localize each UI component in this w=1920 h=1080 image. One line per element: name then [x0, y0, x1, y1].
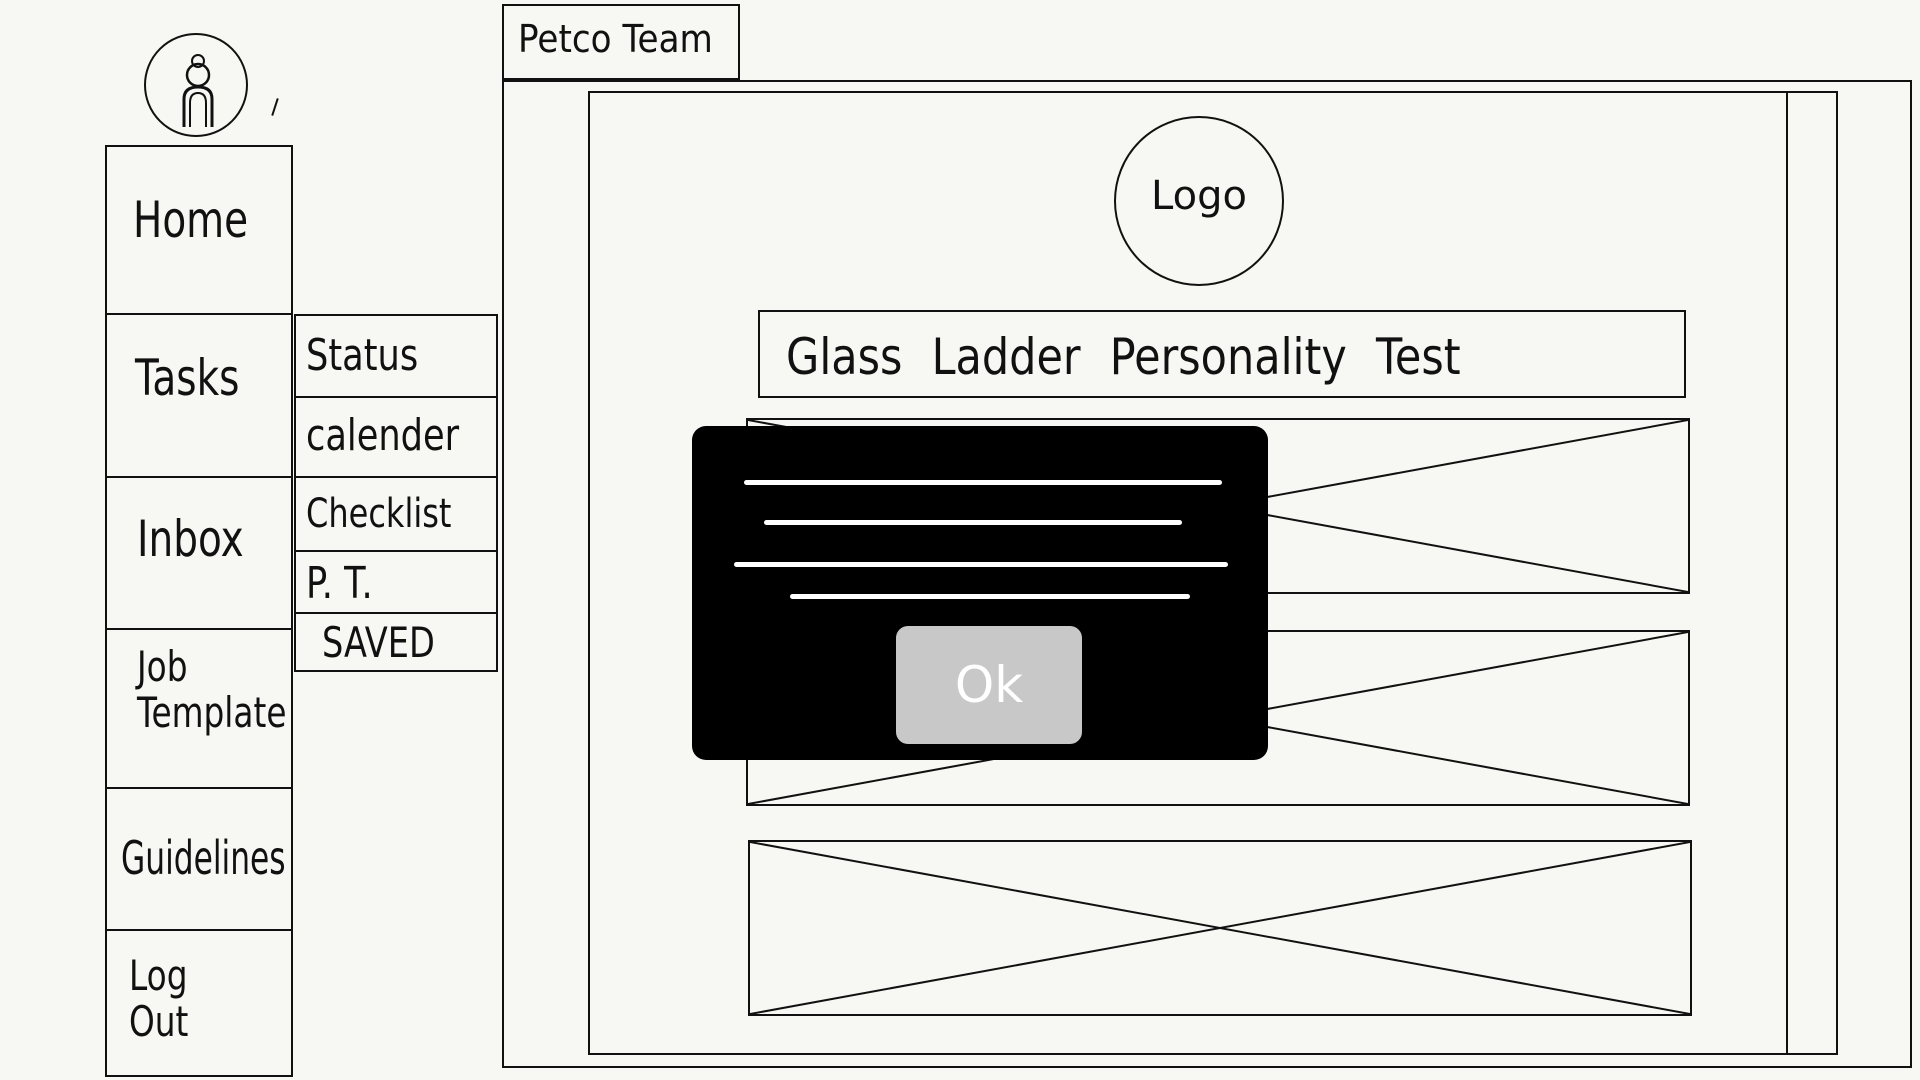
submenu-item-label: Checklist [306, 491, 452, 537]
image-placeholder [748, 840, 1692, 1016]
submenu-item-calender[interactable]: calender [296, 398, 496, 478]
submenu-item-label: P. T. [306, 558, 373, 609]
sidebar-item-label: Inbox [137, 510, 244, 568]
sidebar-item-label: Log Out [129, 951, 189, 1047]
dialog-text-line [764, 520, 1182, 525]
submenu-item-saved[interactable]: SAVED [296, 614, 496, 670]
sidebar-item-label: Home [133, 191, 249, 249]
page-title-box: Glass Ladder Personality Test [758, 310, 1686, 398]
submenu-item-label: calender [306, 410, 460, 461]
tab-label: Petco Team [518, 17, 713, 61]
submenu-item-pt[interactable]: P. T. [296, 552, 496, 614]
sidebar-item-guidelines[interactable]: Guidelines [107, 789, 291, 931]
ok-button-label: Ok [954, 656, 1024, 714]
sidebar-item-job-template[interactable]: Job Template [107, 630, 291, 789]
dialog-text-line [734, 562, 1228, 567]
sidebar-item-label: Job Template [137, 642, 287, 738]
sidebar-item-inbox[interactable]: Inbox [107, 478, 291, 630]
alert-dialog: Ok [692, 426, 1268, 760]
dialog-text-line [744, 480, 1222, 485]
submenu-item-label: SAVED [322, 618, 435, 667]
image-placeholder-icon [750, 842, 1690, 1014]
sidebar-item-home[interactable]: Home [107, 147, 291, 315]
avatar[interactable] [144, 33, 248, 137]
page-title: Glass Ladder Personality Test [786, 328, 1461, 386]
ok-button[interactable]: Ok [896, 626, 1082, 744]
sidebar-item-tasks[interactable]: Tasks [107, 315, 291, 478]
user-icon [182, 54, 214, 127]
scrollbar[interactable] [1786, 93, 1788, 1053]
sidebar-item-log-out[interactable]: Log Out [107, 931, 291, 1075]
tab-petco-team[interactable]: Petco Team [502, 4, 740, 80]
sidebar-item-label: Guidelines [121, 831, 286, 885]
logo: Logo [1114, 116, 1284, 286]
dialog-text-line [790, 594, 1190, 599]
submenu-item-checklist[interactable]: Checklist [296, 478, 496, 552]
sidebar: Home Tasks Inbox Job Template Guidelines… [105, 145, 293, 1077]
content-panel [588, 91, 1838, 1055]
main-window [502, 80, 1912, 1068]
decorative-stroke [271, 98, 279, 116]
tasks-submenu: Status calender Checklist P. T. SAVED [294, 314, 498, 672]
sidebar-item-label: Tasks [135, 349, 240, 407]
submenu-item-status[interactable]: Status [296, 316, 496, 398]
logo-label: Logo [1151, 173, 1247, 219]
submenu-item-label: Status [306, 330, 419, 381]
